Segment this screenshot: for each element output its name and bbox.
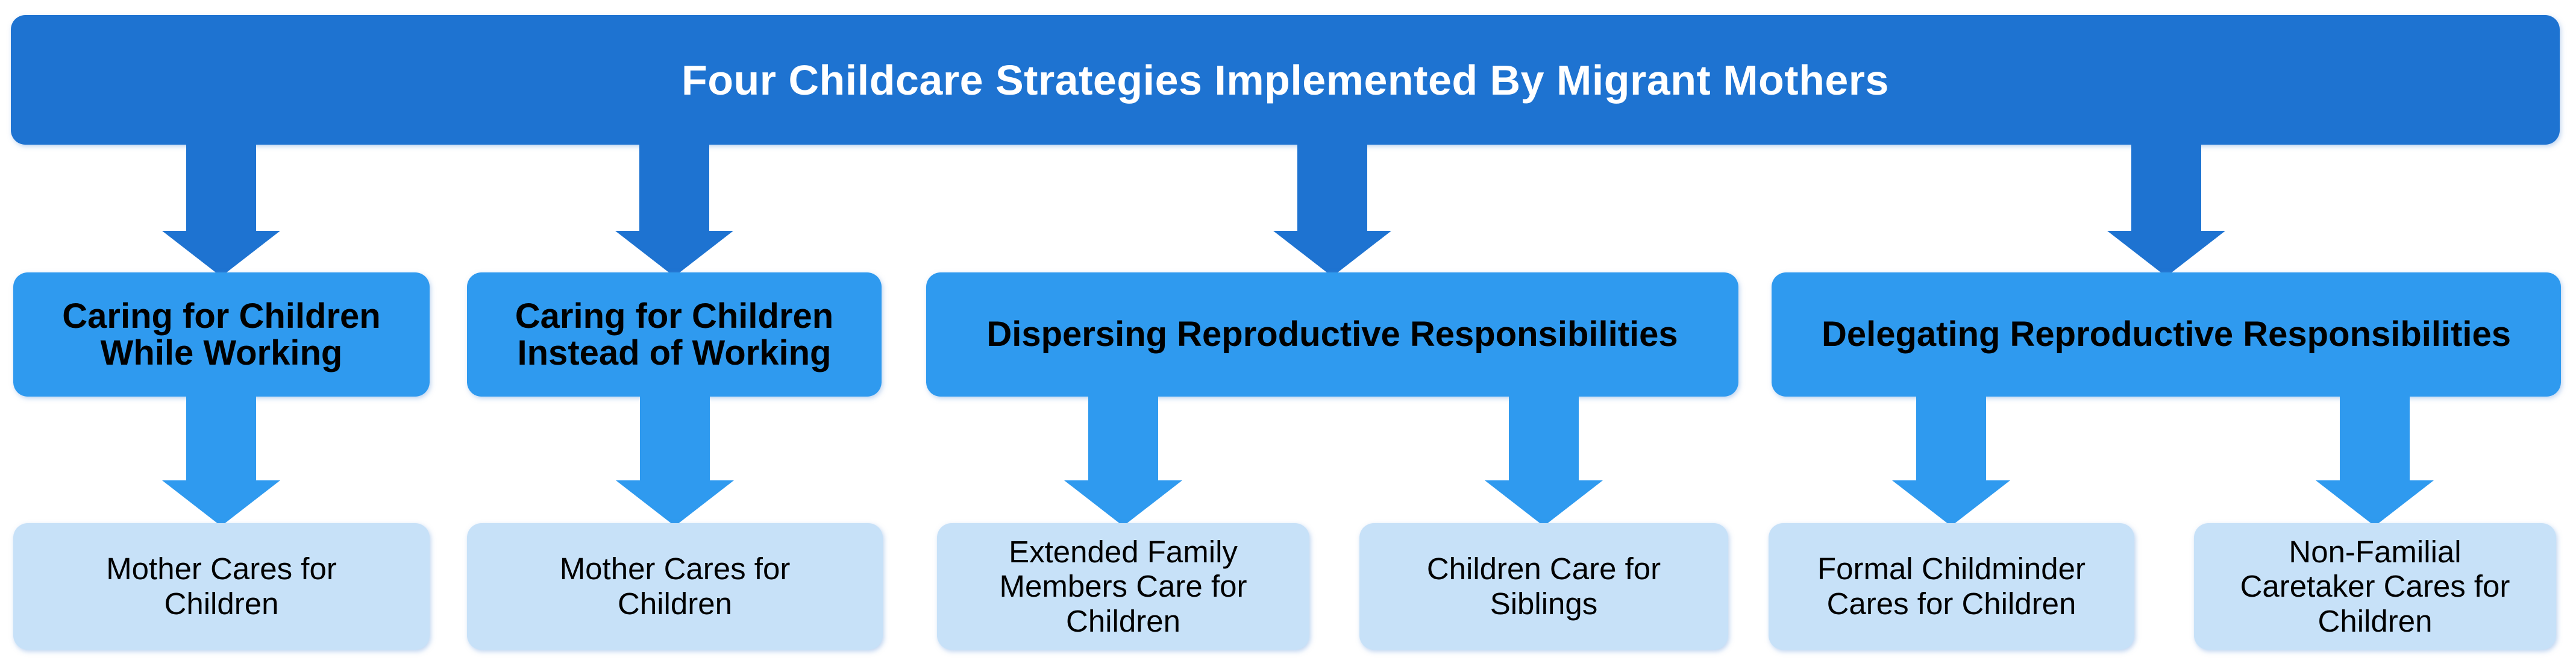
arrow-stem bbox=[1916, 394, 1986, 481]
down-arrow-connector-banner-to-strategy-1 bbox=[162, 142, 280, 277]
down-arrow-connector-strategy-3-to-outcome-4 bbox=[1485, 394, 1603, 526]
strategy-node-delegating-responsibilities: Delegating Reproductive Responsibilities bbox=[1772, 272, 2561, 397]
arrow-stem bbox=[186, 142, 256, 231]
down-arrow-connector-banner-to-strategy-4 bbox=[2107, 142, 2225, 277]
arrow-head bbox=[616, 480, 734, 526]
arrow-stem bbox=[1297, 142, 1367, 231]
arrow-head bbox=[162, 480, 280, 526]
outcome-node-children-care-siblings: Children Care for Siblings bbox=[1359, 523, 1728, 650]
strategy-node-caring-while-working: Caring for Children While Working bbox=[13, 272, 430, 397]
arrow-head bbox=[2316, 480, 2434, 526]
outcome-node-non-familial-caretaker: Non-Familial Caretaker Cares for Childre… bbox=[2194, 523, 2556, 650]
arrow-head bbox=[1064, 480, 1182, 526]
outcome-node-mother-cares-1: Mother Cares for Children bbox=[13, 523, 430, 650]
strategy-node-caring-instead-of-working: Caring for Children Instead of Working bbox=[467, 272, 882, 397]
outcome-node-mother-cares-2: Mother Cares for Children bbox=[467, 523, 883, 650]
strategy-node-dispersing-responsibilities: Dispersing Reproductive Responsibilities bbox=[926, 272, 1738, 397]
arrow-stem bbox=[2131, 142, 2201, 231]
down-arrow-connector-banner-to-strategy-3 bbox=[1273, 142, 1391, 277]
title-banner: Four Childcare Strategies Implemented By… bbox=[11, 15, 2560, 145]
down-arrow-connector-strategy-4-to-outcome-6 bbox=[2316, 394, 2434, 526]
down-arrow-connector-strategy-2-to-outcome-2 bbox=[616, 394, 734, 526]
arrow-stem bbox=[186, 394, 256, 481]
down-arrow-connector-strategy-3-to-outcome-3 bbox=[1064, 394, 1182, 526]
down-arrow-connector-banner-to-strategy-2 bbox=[615, 142, 733, 277]
arrow-stem bbox=[639, 142, 709, 231]
arrow-stem bbox=[1088, 394, 1158, 481]
arrow-stem bbox=[2340, 394, 2410, 481]
arrow-head bbox=[2107, 231, 2225, 277]
arrow-head bbox=[1485, 480, 1603, 526]
arrow-head bbox=[1892, 480, 2010, 526]
arrow-head bbox=[1273, 231, 1391, 277]
arrow-head bbox=[615, 231, 733, 277]
arrow-head bbox=[162, 231, 280, 277]
outcome-node-formal-childminder: Formal Childminder Cares for Children bbox=[1769, 523, 2134, 650]
down-arrow-connector-strategy-4-to-outcome-5 bbox=[1892, 394, 2010, 526]
arrow-stem bbox=[640, 394, 710, 481]
down-arrow-connector-strategy-1-to-outcome-1 bbox=[162, 394, 280, 526]
arrow-stem bbox=[1509, 394, 1579, 481]
outcome-node-extended-family: Extended Family Members Care for Childre… bbox=[937, 523, 1309, 650]
